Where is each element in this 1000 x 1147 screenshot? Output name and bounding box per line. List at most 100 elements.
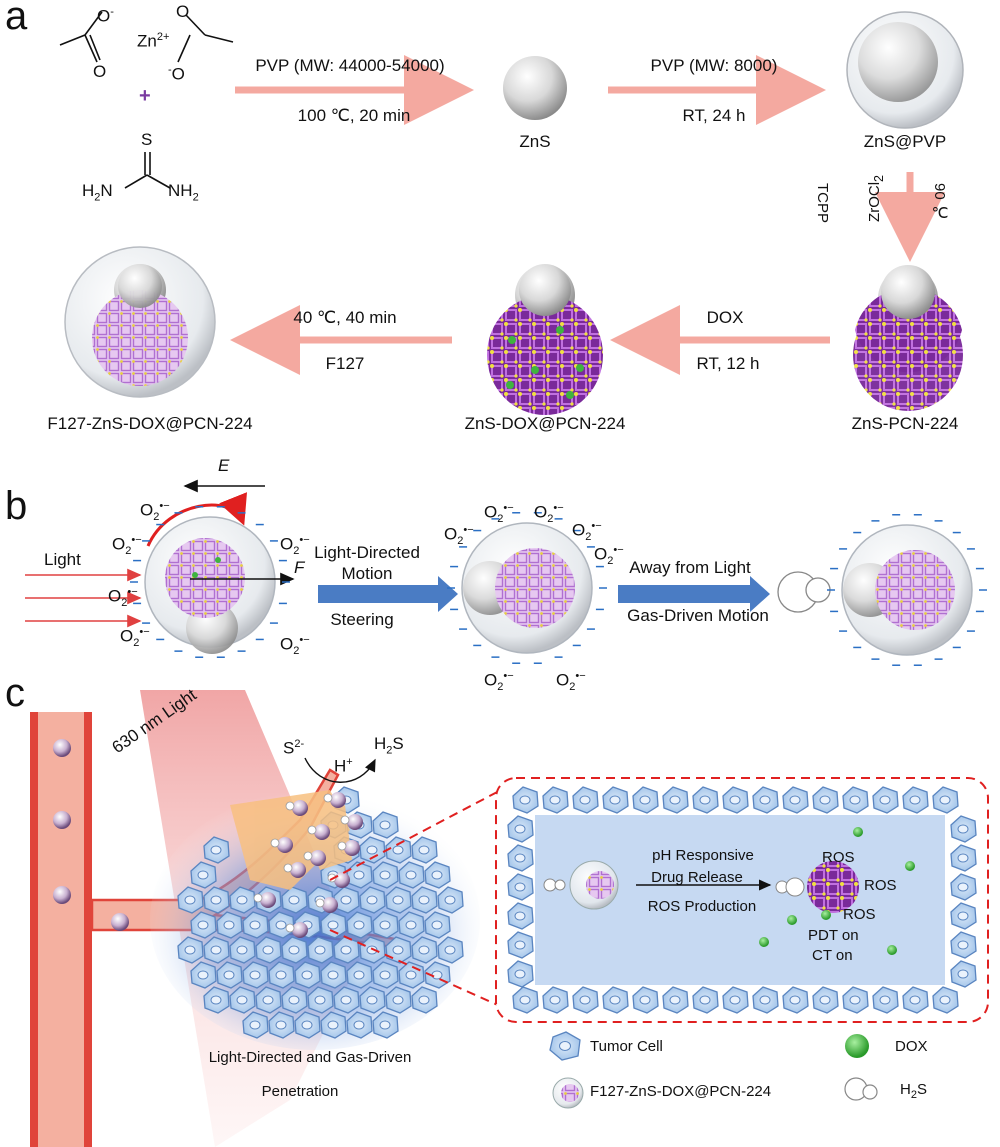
h2s-bubble [283, 863, 293, 873]
h2s-bubble [307, 825, 317, 835]
tumor-cell [385, 936, 412, 964]
blue-arrows [318, 576, 770, 612]
tumor-cell [411, 836, 438, 864]
tumor-cell [842, 786, 869, 814]
tumor-cell [812, 986, 839, 1014]
tumor-cell [229, 936, 256, 964]
tumor-particle [290, 862, 306, 878]
tumor-cell [307, 986, 334, 1014]
tumor-particle [334, 872, 350, 888]
step3-tcpp: TCPP [814, 183, 831, 224]
h2s-bubble [253, 893, 263, 903]
superoxide-5: O2•− [120, 626, 150, 650]
legend-h2s-icon [844, 1077, 878, 1101]
superoxide-7: O2•− [484, 502, 514, 526]
tumor-cell [902, 986, 929, 1014]
tumor-particle [292, 922, 308, 938]
tumor-cell [950, 902, 977, 930]
tumor-cell [812, 786, 839, 814]
tumor-cell [602, 786, 629, 814]
thiourea-nh2: NH2 [168, 181, 199, 204]
superoxide-6: O2•− [280, 634, 310, 658]
superoxide-1: O2•− [140, 500, 170, 524]
h2s-bubble [315, 898, 325, 908]
acetate-right [177, 14, 234, 63]
tumor-cell [424, 911, 451, 939]
tumor-cell [385, 986, 412, 1014]
h2s-bubble [303, 851, 313, 861]
legend-tumor-cell-label: Tumor Cell [590, 1038, 663, 1055]
step3-temperature: 90 ℃ [931, 183, 948, 222]
tumor-cell [782, 986, 809, 1014]
legend-particle-label: F127-ZnS-DOX@PCN-224 [590, 1083, 772, 1100]
tumor-cell [190, 961, 217, 989]
inset-border-cells [507, 786, 977, 1014]
tumor-cell [437, 886, 464, 914]
acetate-o-minus-right: -O [168, 64, 185, 84]
surface-charges [130, 506, 987, 666]
tumor-cell [229, 886, 256, 914]
tumor-cell [842, 986, 869, 1014]
tumor-cell [411, 886, 438, 914]
tumor-cell [333, 886, 360, 914]
tumor-cell [359, 886, 386, 914]
tumor-cell [268, 961, 295, 989]
zns-pvp-particle [846, 11, 964, 129]
tumor-cell [512, 786, 539, 814]
tumor-cell [177, 886, 204, 914]
legend-dox-icon [845, 1034, 869, 1058]
tumor-cell [424, 861, 451, 889]
tumor-cell [320, 961, 347, 989]
arrow1-label-bottom: Steering [330, 610, 394, 629]
tumor-cell [542, 986, 569, 1014]
h2s-bubble [323, 793, 333, 803]
tumor-cell [872, 786, 899, 814]
janus-particle-1 [144, 516, 276, 654]
inset-particle-right [775, 861, 859, 913]
tumor-cell [507, 873, 534, 901]
tumor-cell [507, 815, 534, 843]
h2s-bubble [285, 801, 295, 811]
tumor-cell [662, 986, 689, 1014]
acetate-o-minus-left: O- [97, 6, 114, 26]
panel-label-b: b [5, 484, 28, 528]
tumor-cell [398, 861, 425, 889]
h2s-bubbles-b [777, 571, 831, 613]
tumor-particle [347, 814, 363, 830]
penetration-label-1: Light-Directed and Gas-Driven [208, 1049, 412, 1066]
zns-label: ZnS [519, 132, 551, 151]
s2-h2s-arrow [304, 757, 376, 783]
pdt-label: PDT on [808, 927, 859, 944]
tumor-cell [346, 911, 373, 939]
tumor-cell [372, 911, 399, 939]
arrow2-label-top: Away from Light [629, 558, 751, 577]
tumor-cell [190, 861, 217, 889]
tumor-cell [722, 986, 749, 1014]
janus-particle-3 [841, 524, 973, 656]
tumor-cell [359, 836, 386, 864]
tumor-cell [190, 911, 217, 939]
tumor-cell [507, 844, 534, 872]
tumor-particle [330, 792, 346, 808]
tumor-cell [294, 1011, 321, 1039]
inset-label-drug: Drug Release [651, 869, 743, 886]
tumor-cell [177, 936, 204, 964]
tumor-cell [307, 936, 334, 964]
tumor-cell [722, 786, 749, 814]
tumor-cell [385, 836, 412, 864]
zns-sphere [503, 56, 567, 120]
tumor-cell [294, 961, 321, 989]
zns-dox-pcn-224-particle [487, 264, 603, 415]
tumor-cell [411, 936, 438, 964]
janus-particle-2 [461, 522, 593, 654]
tumor-cell [255, 936, 282, 964]
tumor-cell [950, 873, 977, 901]
tumor-cell [507, 960, 534, 988]
step1-conditions-bottom: 100 ℃, 20 min [297, 106, 411, 125]
tumor-particle [314, 824, 330, 840]
zns-dox-pcn-224-label: ZnS-DOX@PCN-224 [464, 414, 626, 433]
superoxide-11: O2•− [594, 544, 624, 568]
superoxide-4: O2•− [108, 586, 138, 610]
tumor-cell [782, 786, 809, 814]
tumor-cell [229, 986, 256, 1014]
